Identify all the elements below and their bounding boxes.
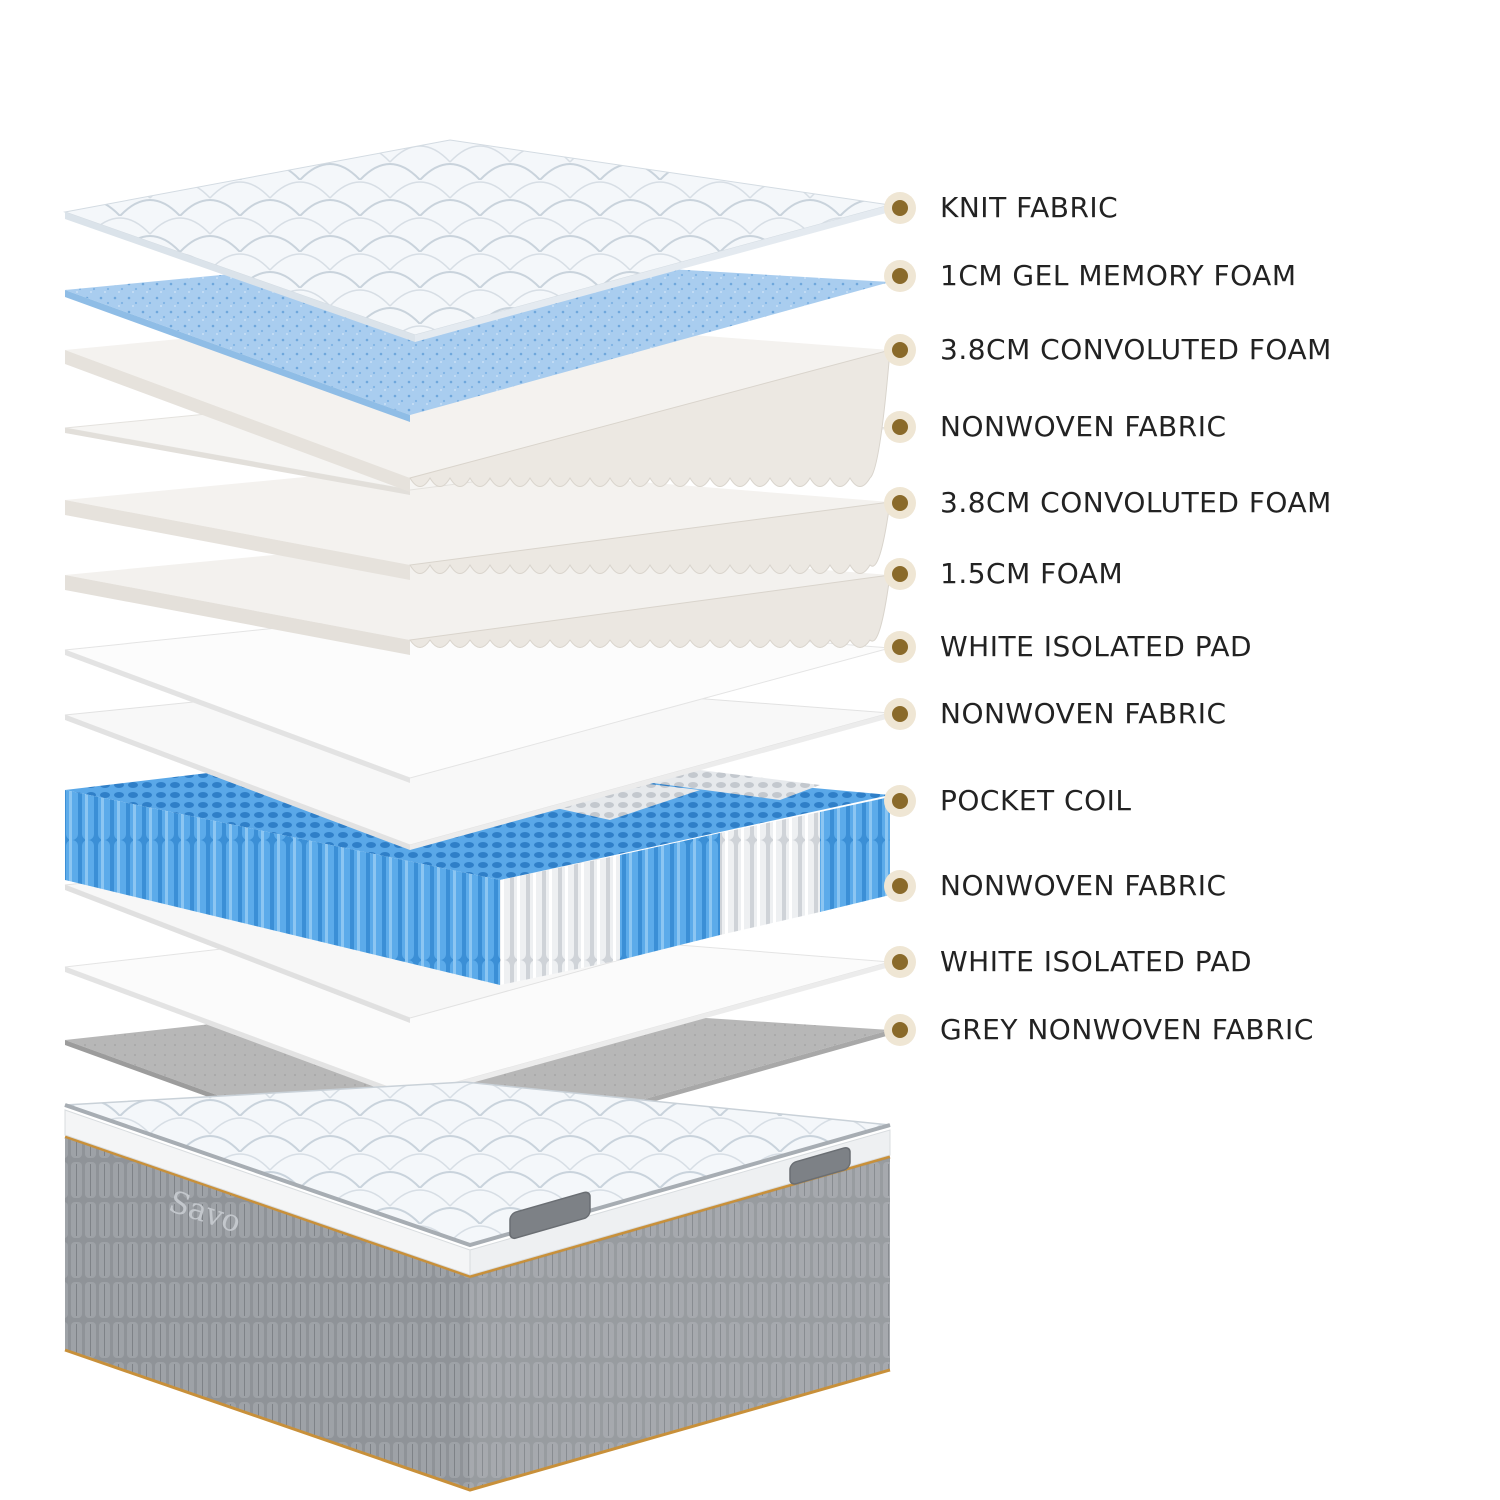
layer-marker-icon <box>884 558 916 590</box>
layer-marker-icon <box>884 946 916 978</box>
layer-convoluted-foam-lower <box>65 465 891 580</box>
layer-knit-fabric <box>63 139 891 342</box>
layer-marker-icon <box>884 487 916 519</box>
layer-label-foam: 1.5CM FOAM <box>940 557 1124 590</box>
layer-label-knit: KNIT FABRIC <box>940 191 1119 224</box>
layer-marker-icon <box>884 785 916 817</box>
layer-label-nonwoven-1: NONWOVEN FABRIC <box>940 410 1227 443</box>
layer-marker-icon <box>884 334 916 366</box>
layer-marker-icon <box>884 631 916 663</box>
layer-label-coil: POCKET COIL <box>940 784 1132 817</box>
layer-label-grey: GREY NONWOVEN FABRIC <box>940 1013 1314 1046</box>
layer-marker-icon <box>884 698 916 730</box>
layer-marker-icon <box>884 411 916 443</box>
layer-label-convoluted-2: 3.8CM CONVOLUTED FOAM <box>940 486 1332 519</box>
assembled-mattress <box>64 1081 891 1492</box>
layer-label-isolated-1: WHITE ISOLATED PAD <box>940 630 1253 663</box>
layer-label-isolated-2: WHITE ISOLATED PAD <box>940 945 1253 978</box>
layer-label-nonwoven-2: NONWOVEN FABRIC <box>940 697 1227 730</box>
layer-marker-icon <box>884 192 916 224</box>
layer-marker-icon <box>884 870 916 902</box>
layer-label-gel: 1CM GEL MEMORY FOAM <box>940 259 1297 292</box>
layer-gel-memory-foam <box>65 255 890 422</box>
layer-marker-icon <box>884 1014 916 1046</box>
layer-label-nonwoven-3: NONWOVEN FABRIC <box>940 869 1227 902</box>
layer-label-convoluted-1: 3.8CM CONVOLUTED FOAM <box>940 333 1332 366</box>
layer-marker-icon <box>884 260 916 292</box>
